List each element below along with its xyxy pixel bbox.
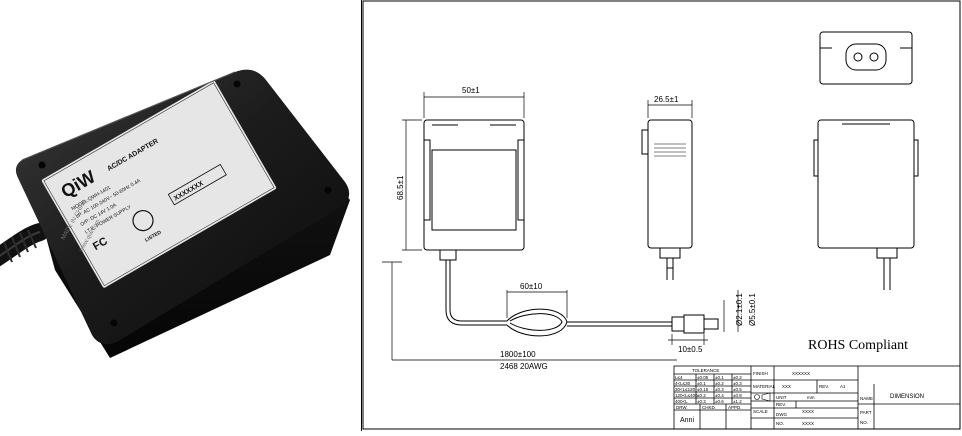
rev-label: REV.: [819, 384, 829, 389]
dimension-drawing: 50±1 68.5±1 60±10 1800±100 2468 20AWG 10…: [362, 0, 961, 430]
drawer-name: Anni: [680, 417, 694, 424]
drawing-name: DIMENSION: [890, 394, 924, 400]
tol-cell: 4<L≤30: [675, 381, 691, 386]
tol-cell: ±0.6: [715, 399, 724, 404]
plug-length-dimension: 10±0.5: [678, 345, 703, 354]
material-value: XXX: [782, 384, 791, 389]
back-view: [813, 119, 919, 290]
part-no-label: NO.: [860, 420, 868, 425]
tol-cell: ±0.3: [733, 381, 742, 386]
cable: [0, 223, 49, 267]
tol-cell: 120<L≤400: [675, 393, 698, 398]
tol-cell: ±0.1: [697, 381, 706, 386]
scale-label: SCALE: [753, 409, 768, 414]
rev-value: A1: [840, 384, 846, 389]
product-label: QiW AC/DC ADAPTER MODEL:QWH-1401 I/P: AC…: [41, 80, 277, 288]
depth-dimension: 26.5±1: [654, 95, 679, 104]
width-dimension: 50±1: [462, 86, 480, 95]
scale-rev-value: XXXX: [802, 409, 814, 414]
no-label: NO.: [776, 421, 784, 426]
unit-value: mm: [807, 395, 815, 400]
finish-label: FINISH: [753, 371, 768, 376]
tol-cell: ±0.05: [697, 375, 709, 380]
rohs-compliant-label: ROHS Compliant: [808, 338, 908, 353]
ul-mark-icon: [132, 209, 154, 232]
tol-cell: ±0.2: [715, 381, 724, 386]
plug-inner-diameter: Ø2.1±0.1: [735, 293, 744, 326]
tol-cell: L≤4: [675, 375, 683, 380]
tol-cell: ±0.8: [733, 393, 742, 398]
chkd-label: CHKD.: [702, 405, 716, 410]
tolerance-header: TOLERANCE: [692, 368, 719, 373]
adapter-photo: QiW AC/DC ADAPTER MODEL:QWH-1401 I/P: AC…: [0, 69, 350, 358]
drw-label: DRW.: [676, 405, 688, 410]
finish-value: XXXXXX: [792, 371, 810, 376]
tol-cell: 30<L≤120: [675, 387, 696, 392]
tol-cell: ±0.5: [733, 387, 742, 392]
tol-cell: ±0.3: [697, 399, 706, 404]
material-label: MATERIAL: [753, 384, 776, 389]
tol-cell: 400<L: [675, 399, 688, 404]
tol-cell: ±0.3: [715, 387, 724, 392]
tol-cell: ±0.4: [715, 393, 724, 398]
tol-cell: ±0.2: [733, 375, 742, 380]
tol-cell: ±0.2: [697, 393, 706, 398]
drawing-sheet: 50±1 68.5±1 60±10 1800±100 2468 20AWG 10…: [362, 0, 962, 431]
tol-cell: ±0.1: [715, 375, 724, 380]
tol-cell: ±1.2: [733, 399, 742, 404]
appd-label: APPD.: [728, 405, 742, 410]
dwg-value: XXXX: [802, 421, 814, 426]
cord-spec: 2468 20AWG: [500, 362, 548, 371]
plug-outer-diameter: Ø5.5±0.1: [748, 293, 757, 326]
part-label: PART: [860, 410, 872, 415]
cord-length-dimension: 1800±100: [500, 350, 536, 359]
tol-cell: ±0.15: [697, 387, 709, 392]
front-view: [423, 119, 719, 337]
height-dimension: 68.5±1: [396, 175, 405, 200]
inlet-view: [819, 31, 913, 85]
name-label: NAME: [860, 396, 873, 401]
projection-symbol-icon: [754, 392, 771, 402]
loop-dimension: 60±10: [520, 282, 543, 291]
unit-label: UNIT: [776, 395, 787, 400]
product-photo-panel: QiW AC/DC ADAPTER MODEL:QWH-1401 I/P: AC…: [0, 0, 362, 431]
dwg-label: DWG: [776, 412, 787, 417]
side-view: [641, 119, 693, 280]
scale-rev-label: REV.: [776, 402, 786, 407]
